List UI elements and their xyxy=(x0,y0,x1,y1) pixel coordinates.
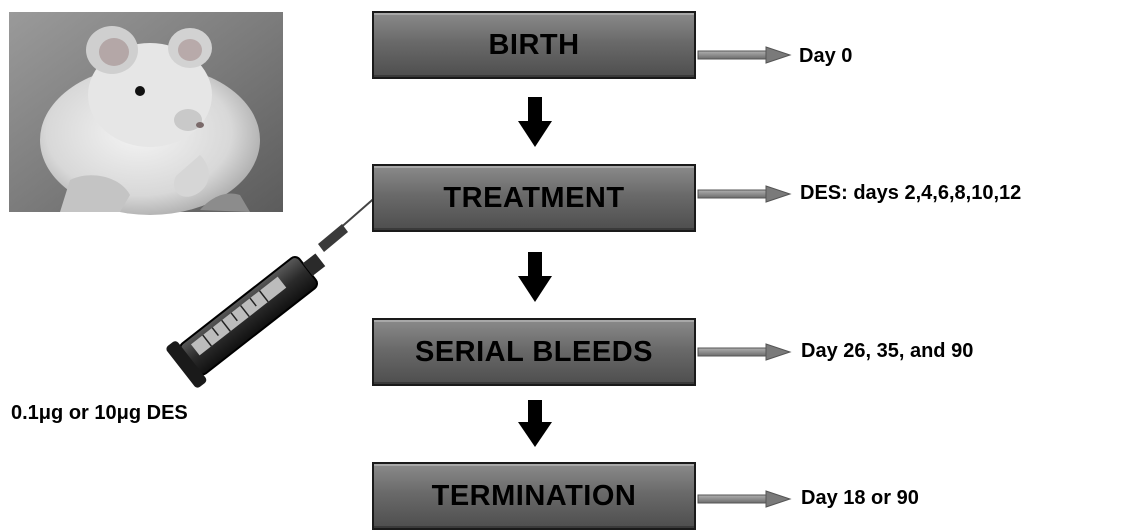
stage-label: TREATMENT xyxy=(443,182,624,215)
stage-label: BIRTH xyxy=(488,29,579,62)
stage-box-treatment: TREATMENT xyxy=(372,164,696,232)
stage-label: TERMINATION xyxy=(432,480,637,513)
side-arrow xyxy=(698,186,790,202)
stage-box-termination: TERMINATION xyxy=(372,462,696,530)
side-arrow xyxy=(698,344,790,360)
stage-detail-serial-bleeds: Day 26, 35, and 90 xyxy=(801,340,973,363)
down-arrow xyxy=(518,252,552,302)
rat-photo xyxy=(9,12,283,215)
stage-detail-birth: Day 0 xyxy=(799,45,852,68)
stage-box-serial-bleeds: SERIAL BLEEDS xyxy=(372,318,696,386)
down-arrow xyxy=(518,400,552,447)
side-arrow xyxy=(698,47,790,63)
stage-box-birth: BIRTH xyxy=(372,11,696,79)
down-arrow xyxy=(518,97,552,147)
dose-label: 0.1μg or 10μg DES xyxy=(11,402,188,425)
stage-detail-treatment: DES: days 2,4,6,8,10,12 xyxy=(800,182,1021,205)
side-arrow xyxy=(698,491,790,507)
stage-detail-termination: Day 18 or 90 xyxy=(801,487,919,510)
stage-label: SERIAL BLEEDS xyxy=(415,336,653,369)
